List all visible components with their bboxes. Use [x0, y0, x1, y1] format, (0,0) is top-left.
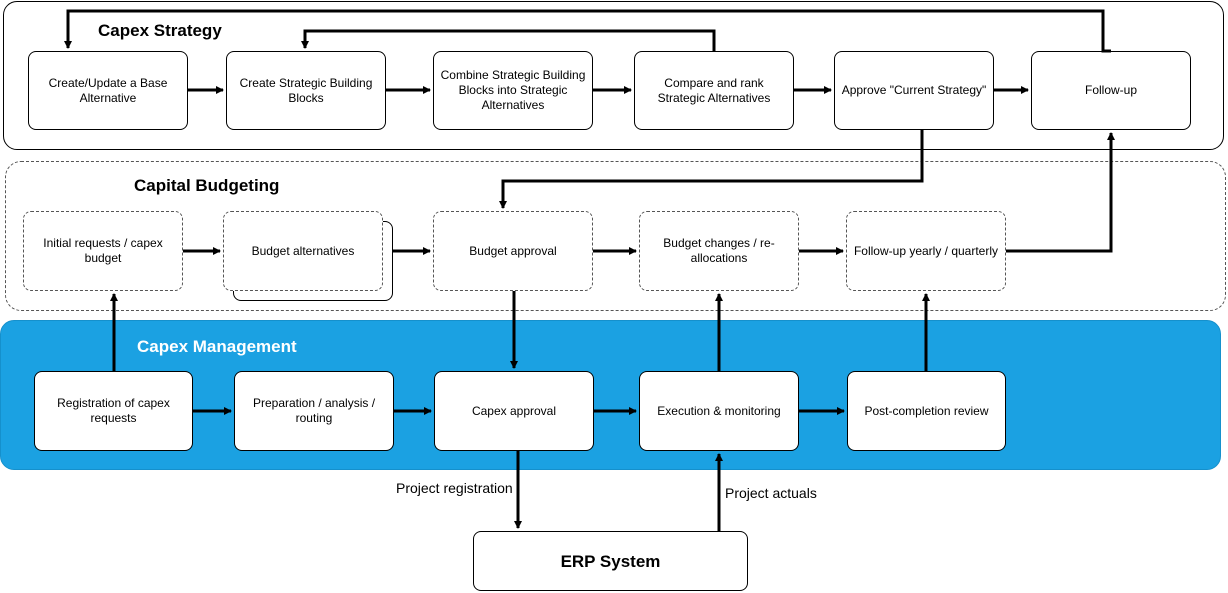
registration-label: Registration of capex requests	[57, 396, 170, 425]
compare-rank-label: Compare and rank Strategic Alternatives	[657, 75, 771, 105]
registration-box[interactable]: Registration of capex requests	[34, 371, 193, 451]
execution-monitoring-label: Execution & monitoring	[657, 403, 781, 418]
capex-management-title: Capex Management	[137, 337, 297, 356]
erp-system-label: ERP System	[560, 551, 661, 571]
budget-changes-box[interactable]: Budget changes / re-allocations	[639, 211, 799, 291]
budget-changes-label: Budget changes / re-allocations	[663, 236, 775, 265]
initial-requests-label: Initial requests / capex budget	[43, 236, 163, 265]
budget-approval-label: Budget approval	[469, 243, 557, 258]
capital-budgeting-title: Capital Budgeting	[134, 176, 280, 195]
execution-monitoring-box[interactable]: Execution & monitoring	[639, 371, 799, 451]
preparation-box[interactable]: Preparation / analysis / routing	[234, 371, 394, 451]
post-completion-box[interactable]: Post-completion review	[847, 371, 1006, 451]
combine-building-blocks-box[interactable]: Combine Strategic Building Blocks into S…	[433, 51, 593, 130]
create-building-blocks-box[interactable]: Create Strategic Building Blocks	[226, 51, 386, 130]
capex-approval-label: Capex approval	[471, 403, 557, 418]
preparation-label: Preparation / analysis / routing	[252, 396, 376, 425]
approve-current-strategy-label: Approve "Current Strategy"	[841, 83, 987, 97]
budget-alternatives-box[interactable]: Budget alternatives	[223, 211, 383, 291]
budget-approval-box[interactable]: Budget approval	[433, 211, 593, 291]
approve-current-strategy-box[interactable]: Approve "Current Strategy"	[834, 51, 994, 130]
budget-follow-up-label: Follow-up yearly / quarterly	[853, 243, 999, 258]
strategy-follow-up-box[interactable]: Follow-up	[1031, 51, 1191, 130]
capex-approval-box[interactable]: Capex approval	[434, 371, 594, 451]
combine-building-blocks-label: Combine Strategic Building Blocks into S…	[440, 68, 586, 112]
create-base-alternative-label: Create/Update a Base Alternative	[48, 75, 168, 105]
post-completion-label: Post-completion review	[864, 403, 989, 418]
create-base-alternative-box[interactable]: Create/Update a Base Alternative	[28, 51, 188, 130]
budget-follow-up-box[interactable]: Follow-up yearly / quarterly	[846, 211, 1006, 291]
strategy-follow-up-label: Follow-up	[1084, 83, 1138, 97]
budget-alternatives-label: Budget alternatives	[251, 243, 355, 258]
project-registration-label: Project registration	[396, 480, 513, 496]
capex-management-lane	[0, 320, 1221, 470]
compare-rank-box[interactable]: Compare and rank Strategic Alternatives	[634, 51, 794, 130]
capex-strategy-title: Capex Strategy	[98, 21, 222, 40]
initial-requests-box[interactable]: Initial requests / capex budget	[23, 211, 183, 291]
project-actuals-label: Project actuals	[725, 485, 817, 501]
create-building-blocks-label: Create Strategic Building Blocks	[239, 75, 373, 105]
erp-system-box[interactable]: ERP System	[473, 531, 748, 591]
